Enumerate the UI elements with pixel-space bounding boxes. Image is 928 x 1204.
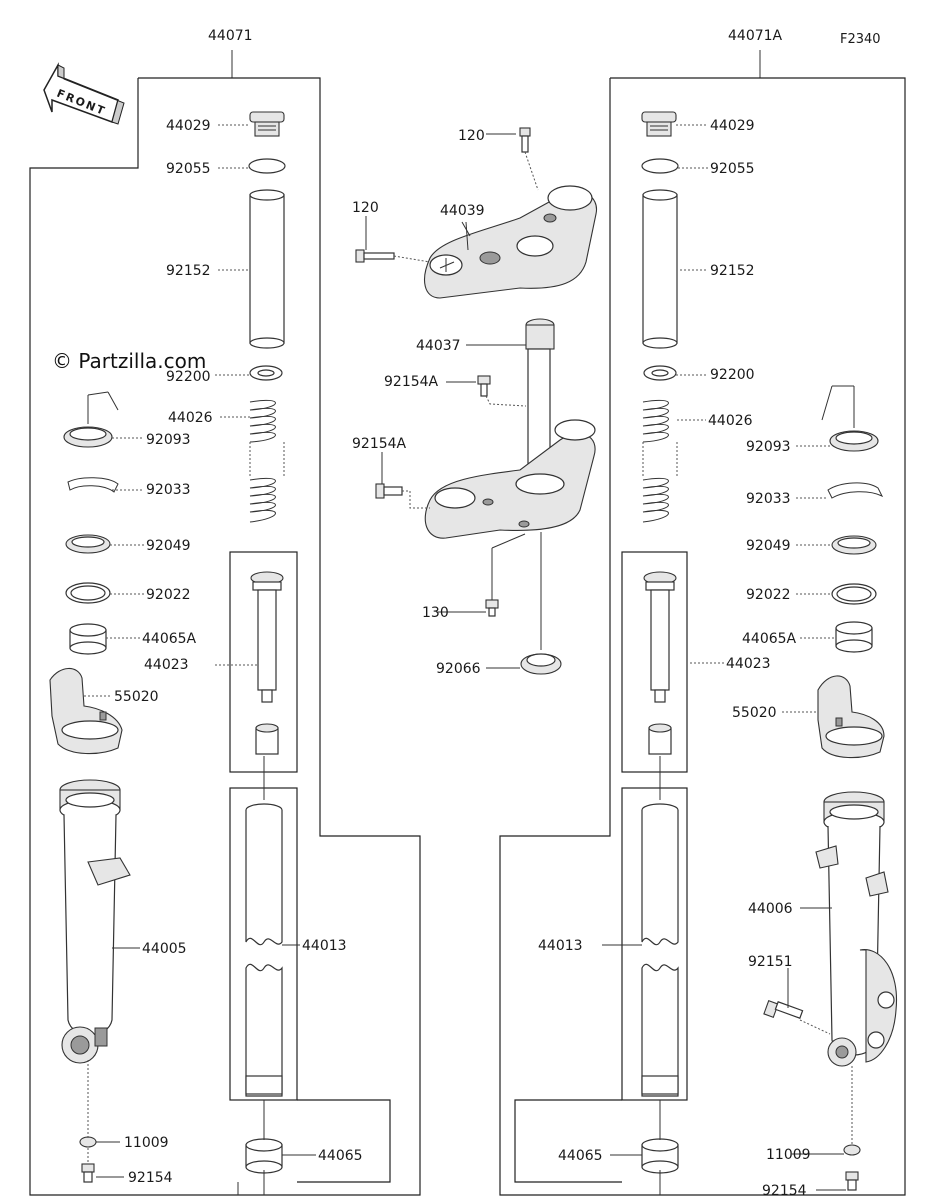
drain-bolt-left — [81, 1163, 95, 1183]
callout-92033-right: 92033 — [746, 491, 791, 507]
callout-92151-right: 92151 — [748, 954, 793, 970]
callout-44005-left: 44005 — [142, 941, 187, 957]
callout-92093-left: 92093 — [146, 432, 191, 448]
callout-92152-left: 92152 — [166, 263, 211, 279]
outer-tube-left — [59, 779, 131, 1064]
callout-44029-left: 44029 — [166, 118, 211, 134]
callout-44037: 44037 — [416, 338, 461, 354]
bushing-44065A-left — [69, 623, 107, 655]
dust-seal-stem — [520, 653, 562, 675]
bolt-130 — [485, 599, 499, 617]
callout-11009-right: 11009 — [766, 1147, 811, 1163]
bolt-92154A-side — [375, 483, 403, 499]
outer-tube-right — [815, 791, 898, 1067]
o-ring-left — [248, 158, 286, 174]
bolt-120-top — [519, 127, 531, 153]
fork-guard-right — [817, 675, 885, 759]
drain-bolt-right — [845, 1171, 859, 1191]
fork-spring-right — [642, 399, 678, 523]
bolt-92154A-upper — [477, 375, 491, 397]
callout-92154-right: 92154 — [762, 1183, 807, 1199]
watermark-text: © Partzilla.com — [52, 349, 206, 373]
callout-44065A-right: 44065A — [742, 631, 797, 647]
callout-44029-right: 44029 — [710, 118, 755, 134]
diagram-reference-code: F2340 — [840, 32, 881, 47]
front-direction-arrow-icon: FRONT — [43, 62, 125, 125]
callout-92200-left: 92200 — [166, 369, 211, 385]
callout-92049-left: 92049 — [146, 538, 191, 554]
callout-55020-right: 55020 — [732, 705, 777, 721]
callout-92152-right: 92152 — [710, 263, 755, 279]
oil-seal-right — [821, 385, 879, 452]
oil-seal-left — [63, 391, 119, 448]
callout-92066: 92066 — [436, 661, 481, 677]
right-innertube-box — [621, 787, 688, 1101]
spacer-pipe-left — [249, 189, 285, 349]
callout-44065-right: 44065 — [558, 1148, 603, 1164]
callout-92200-right: 92200 — [710, 367, 755, 383]
axle-clamp-bolt-right — [763, 1000, 804, 1019]
bushing-44065A-right — [835, 621, 873, 653]
retaining-clip-right — [827, 482, 884, 499]
bushing-44065-left — [245, 1138, 283, 1174]
fork-cap-bolt-left — [249, 111, 285, 137]
bushing-44065-right — [641, 1138, 679, 1174]
callout-92022-right: 92022 — [746, 587, 791, 603]
callout-92154A-upper: 92154A — [384, 374, 439, 390]
callout-44026-right: 44026 — [708, 413, 753, 429]
fork-spring-left — [249, 399, 285, 523]
inner-tube-right — [641, 803, 679, 1097]
callout-44023-right: 44023 — [726, 656, 771, 672]
callout-92093-right: 92093 — [746, 439, 791, 455]
callout-92049-right: 92049 — [746, 538, 791, 554]
callout-92055-left: 92055 — [166, 161, 211, 177]
o-ring-right — [641, 158, 679, 174]
fork-guard-left — [49, 667, 123, 755]
gasket-right — [843, 1144, 861, 1156]
callout-44039: 44039 — [440, 203, 485, 219]
retaining-clip-left — [67, 477, 119, 493]
callout-44023-left: 44023 — [144, 657, 189, 673]
callout-11009-left: 11009 — [124, 1135, 169, 1151]
assembly-label-right: 44071A — [728, 28, 783, 44]
callout-92033-left: 92033 — [146, 482, 191, 498]
left-assembly-frame — [29, 77, 421, 1196]
callout-44026-left: 44026 — [168, 410, 213, 426]
damper-rod-right — [643, 571, 677, 755]
callout-92154-left: 92154 — [128, 1170, 173, 1186]
callout-92022-left: 92022 — [146, 587, 191, 603]
callout-92154A-side: 92154A — [352, 436, 407, 452]
steering-stem-head-upper-bracket — [424, 185, 598, 299]
gasket-left — [79, 1136, 97, 1148]
callout-44065A-left: 44065A — [142, 631, 197, 647]
callout-55020-left: 55020 — [114, 689, 159, 705]
right-assembly-frame — [499, 77, 906, 1196]
callout-120-top: 120 — [458, 128, 485, 144]
callout-44006-right: 44006 — [748, 901, 793, 917]
callout-44065-left: 44065 — [318, 1148, 363, 1164]
bolt-120-side — [355, 249, 395, 263]
assembly-label-left: 44071 — [208, 28, 253, 44]
callout-92055-right: 92055 — [710, 161, 755, 177]
damper-rod-left — [250, 571, 284, 755]
fork-cap-bolt-right — [641, 111, 677, 137]
inner-tube-left — [245, 803, 283, 1097]
spacer-pipe-right — [642, 189, 678, 349]
callout-120-side: 120 — [352, 200, 379, 216]
callout-44013-left: 44013 — [302, 938, 347, 954]
callout-44013-right: 44013 — [538, 938, 583, 954]
right-damper-box — [621, 551, 688, 773]
callout-130: 130 — [422, 605, 449, 621]
steering-stem — [424, 318, 596, 539]
